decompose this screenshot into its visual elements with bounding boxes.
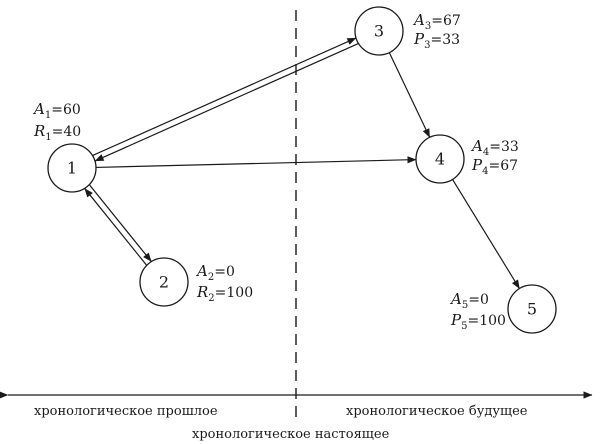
node-4-param-1: P4=67 — [471, 156, 518, 177]
edge-3-to-4 — [388, 52, 431, 138]
node-2-circle — [139, 257, 189, 307]
nodes: 1 2 3 4 5 — [47, 6, 557, 334]
node-1-param-1: R1=40 — [33, 122, 81, 143]
edge-1-to-3 — [92, 37, 357, 157]
node-2-param-0: A2=0 — [195, 262, 235, 283]
timeline-future-label: хронологическое будущее — [346, 404, 528, 419]
node-5-number: 5 — [527, 300, 537, 319]
node-3-param-0: A3=67 — [412, 11, 461, 32]
node-5-circle — [507, 284, 557, 334]
edge-4-to-5 — [452, 179, 520, 289]
node-3-number: 3 — [374, 22, 384, 41]
node-1-circle — [47, 143, 97, 193]
node-5-param-1: P5=100 — [450, 311, 506, 332]
node-4-number: 4 — [435, 150, 445, 169]
node-1: 1 — [47, 143, 97, 193]
node-4: 4 — [415, 134, 465, 184]
node-2: 2 — [139, 257, 189, 307]
node-2-number: 2 — [159, 273, 169, 292]
edge-1-to-2 — [88, 184, 152, 262]
node-5-param-0: A5=0 — [449, 290, 489, 311]
node-3: 3 — [354, 6, 404, 56]
timeline-past-label: хронологическое прошлое — [34, 404, 218, 419]
node-5: 5 — [507, 284, 557, 334]
node-3-param-1: P3=33 — [413, 30, 460, 51]
node-2-param-1: R2=100 — [196, 283, 253, 304]
node-1-number: 1 — [67, 159, 77, 178]
edge-2-to-1 — [84, 188, 148, 266]
edge-3-to-1 — [94, 42, 359, 162]
edge-1-to-4 — [95, 156, 417, 169]
timeline-present-label: хронологическое настоящее — [192, 427, 390, 442]
edges — [84, 37, 520, 289]
node-4-circle — [415, 134, 465, 184]
node-4-param-0: A4=33 — [470, 137, 519, 158]
node-1-param-0: A1=60 — [32, 100, 81, 121]
node-3-circle — [354, 6, 404, 56]
